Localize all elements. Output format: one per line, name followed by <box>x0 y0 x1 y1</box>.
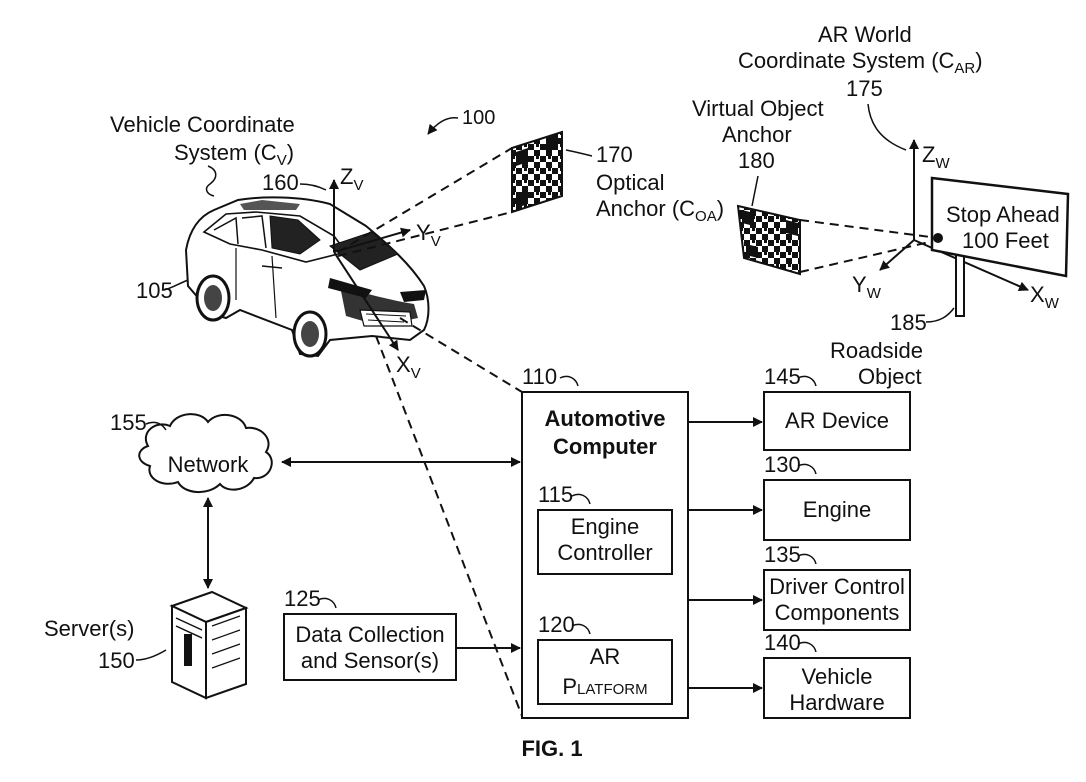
vehicle-hardware-line2: Hardware <box>789 690 884 715</box>
driver-controls-line1: Driver Control <box>769 574 905 599</box>
ref-175-leader <box>867 103 907 151</box>
output-arrows <box>688 417 763 693</box>
ref-180-leader <box>751 175 759 207</box>
engine-label: Engine <box>803 497 872 522</box>
vehicle-cs-leader <box>205 165 217 197</box>
roadside-sign <box>930 176 1070 317</box>
ref-180: 180 <box>738 148 775 173</box>
axis-zv: ZV <box>340 164 363 194</box>
ref-155-leader <box>145 421 167 431</box>
ref-105-leader <box>163 279 189 291</box>
vehicle-computer-dash <box>399 317 523 393</box>
vehicle-cs-title-line2: System (CV) <box>174 140 294 169</box>
figure-caption: FIG. 1 <box>521 736 582 761</box>
roadside-line2: Object <box>858 364 922 389</box>
optical-anchor-qr <box>511 130 563 214</box>
ref-170: 170 <box>596 142 633 167</box>
engine-controller-line2: Controller <box>557 540 652 565</box>
ref-125-leader <box>317 597 337 609</box>
ref-125: 125 <box>284 586 321 611</box>
server-label: Server(s) <box>44 616 134 641</box>
ref-115: 115 <box>538 482 573 507</box>
server-icon <box>169 590 249 700</box>
data-collection-box <box>283 613 457 681</box>
engine-controller-line1: Engine <box>571 514 640 539</box>
sign-line1: Stop Ahead <box>946 202 1060 227</box>
automotive-computer-line2: Computer <box>553 434 657 459</box>
vehicle-axes <box>329 179 411 351</box>
ref-160: 160 <box>262 170 299 195</box>
ar-world-line1: AR World <box>818 22 912 47</box>
optical-anchor-line2: Anchor (COA) <box>596 196 724 225</box>
ref-120: 120 <box>538 612 575 637</box>
ref-135: 135 <box>764 542 801 567</box>
driver-controls-box <box>763 569 911 631</box>
ref-155: 155 <box>110 410 147 435</box>
ar-world-line2: Coordinate System (CAR) <box>738 48 983 77</box>
virtual-anchor-line1: Virtual Object <box>692 96 824 121</box>
ref-130: 130 <box>764 452 801 477</box>
network-label: Network <box>168 452 250 477</box>
data-collection-line2: and Sensor(s) <box>301 648 439 673</box>
ar-platform-box <box>537 639 673 705</box>
vehicle-cs-title-line1: Vehicle Coordinate <box>110 112 295 137</box>
network-cloud <box>138 413 273 493</box>
sight-line-top <box>337 147 513 253</box>
ar-platform-line2: Platform <box>562 674 647 699</box>
ref-110-leader <box>559 375 579 387</box>
ref-145-leader <box>797 375 817 387</box>
ref-185: 185 <box>890 310 927 335</box>
ref-135-leader <box>797 553 817 565</box>
vehicle-illustration <box>184 196 430 358</box>
driver-controls-line2: Components <box>775 600 900 625</box>
data-collection-line1: Data Collection <box>295 622 444 647</box>
ref-150-leader <box>135 649 167 661</box>
virtual-anchor-qr <box>736 204 801 276</box>
ref-100-arrow <box>427 116 459 135</box>
axis-yw: YW <box>852 272 882 302</box>
axis-zw: ZW <box>922 142 950 172</box>
axis-xv: XV <box>396 352 421 382</box>
vehicle-hardware-line1: Vehicle <box>802 664 873 689</box>
axis-yv: YV <box>416 220 441 250</box>
ref-105: 105 <box>136 278 173 303</box>
roadside-line1: Roadside <box>830 338 923 363</box>
axis-xw: XW <box>1030 282 1060 312</box>
virtual-anchor-line-bottom <box>799 239 939 273</box>
ref-175: 175 <box>846 76 883 101</box>
ar-device-label: AR Device <box>785 408 889 433</box>
optical-anchor-line1: Optical <box>596 170 664 195</box>
ref-140-leader <box>797 641 817 653</box>
ref-120-leader <box>571 623 591 635</box>
ar-platform-line1: AR <box>590 644 621 669</box>
ref-150: 150 <box>98 648 135 673</box>
engine-box <box>763 479 911 541</box>
ref-145: 145 <box>764 364 801 389</box>
ref-170-leader <box>565 149 593 157</box>
engine-controller-box <box>537 509 673 575</box>
ref-110: 110 <box>522 364 557 389</box>
virtual-anchor-line-top <box>799 219 939 239</box>
vehicle-hardware-box <box>763 657 911 719</box>
ar-device-box <box>763 391 911 451</box>
automotive-computer-line1: Automotive <box>545 406 666 431</box>
vehicle-arplatform-dash <box>375 335 523 717</box>
ref-185-leader <box>925 307 955 323</box>
virtual-anchor-line2: Anchor <box>722 122 792 147</box>
ref-100-group: 100 <box>427 107 495 135</box>
ref-160-leader <box>299 183 327 191</box>
sign-line2: 100 Feet <box>962 228 1049 253</box>
ref-140: 140 <box>764 630 801 655</box>
ref-130-leader <box>797 463 817 475</box>
ref-115-leader <box>571 493 591 505</box>
ref-100: 100 <box>462 107 495 129</box>
